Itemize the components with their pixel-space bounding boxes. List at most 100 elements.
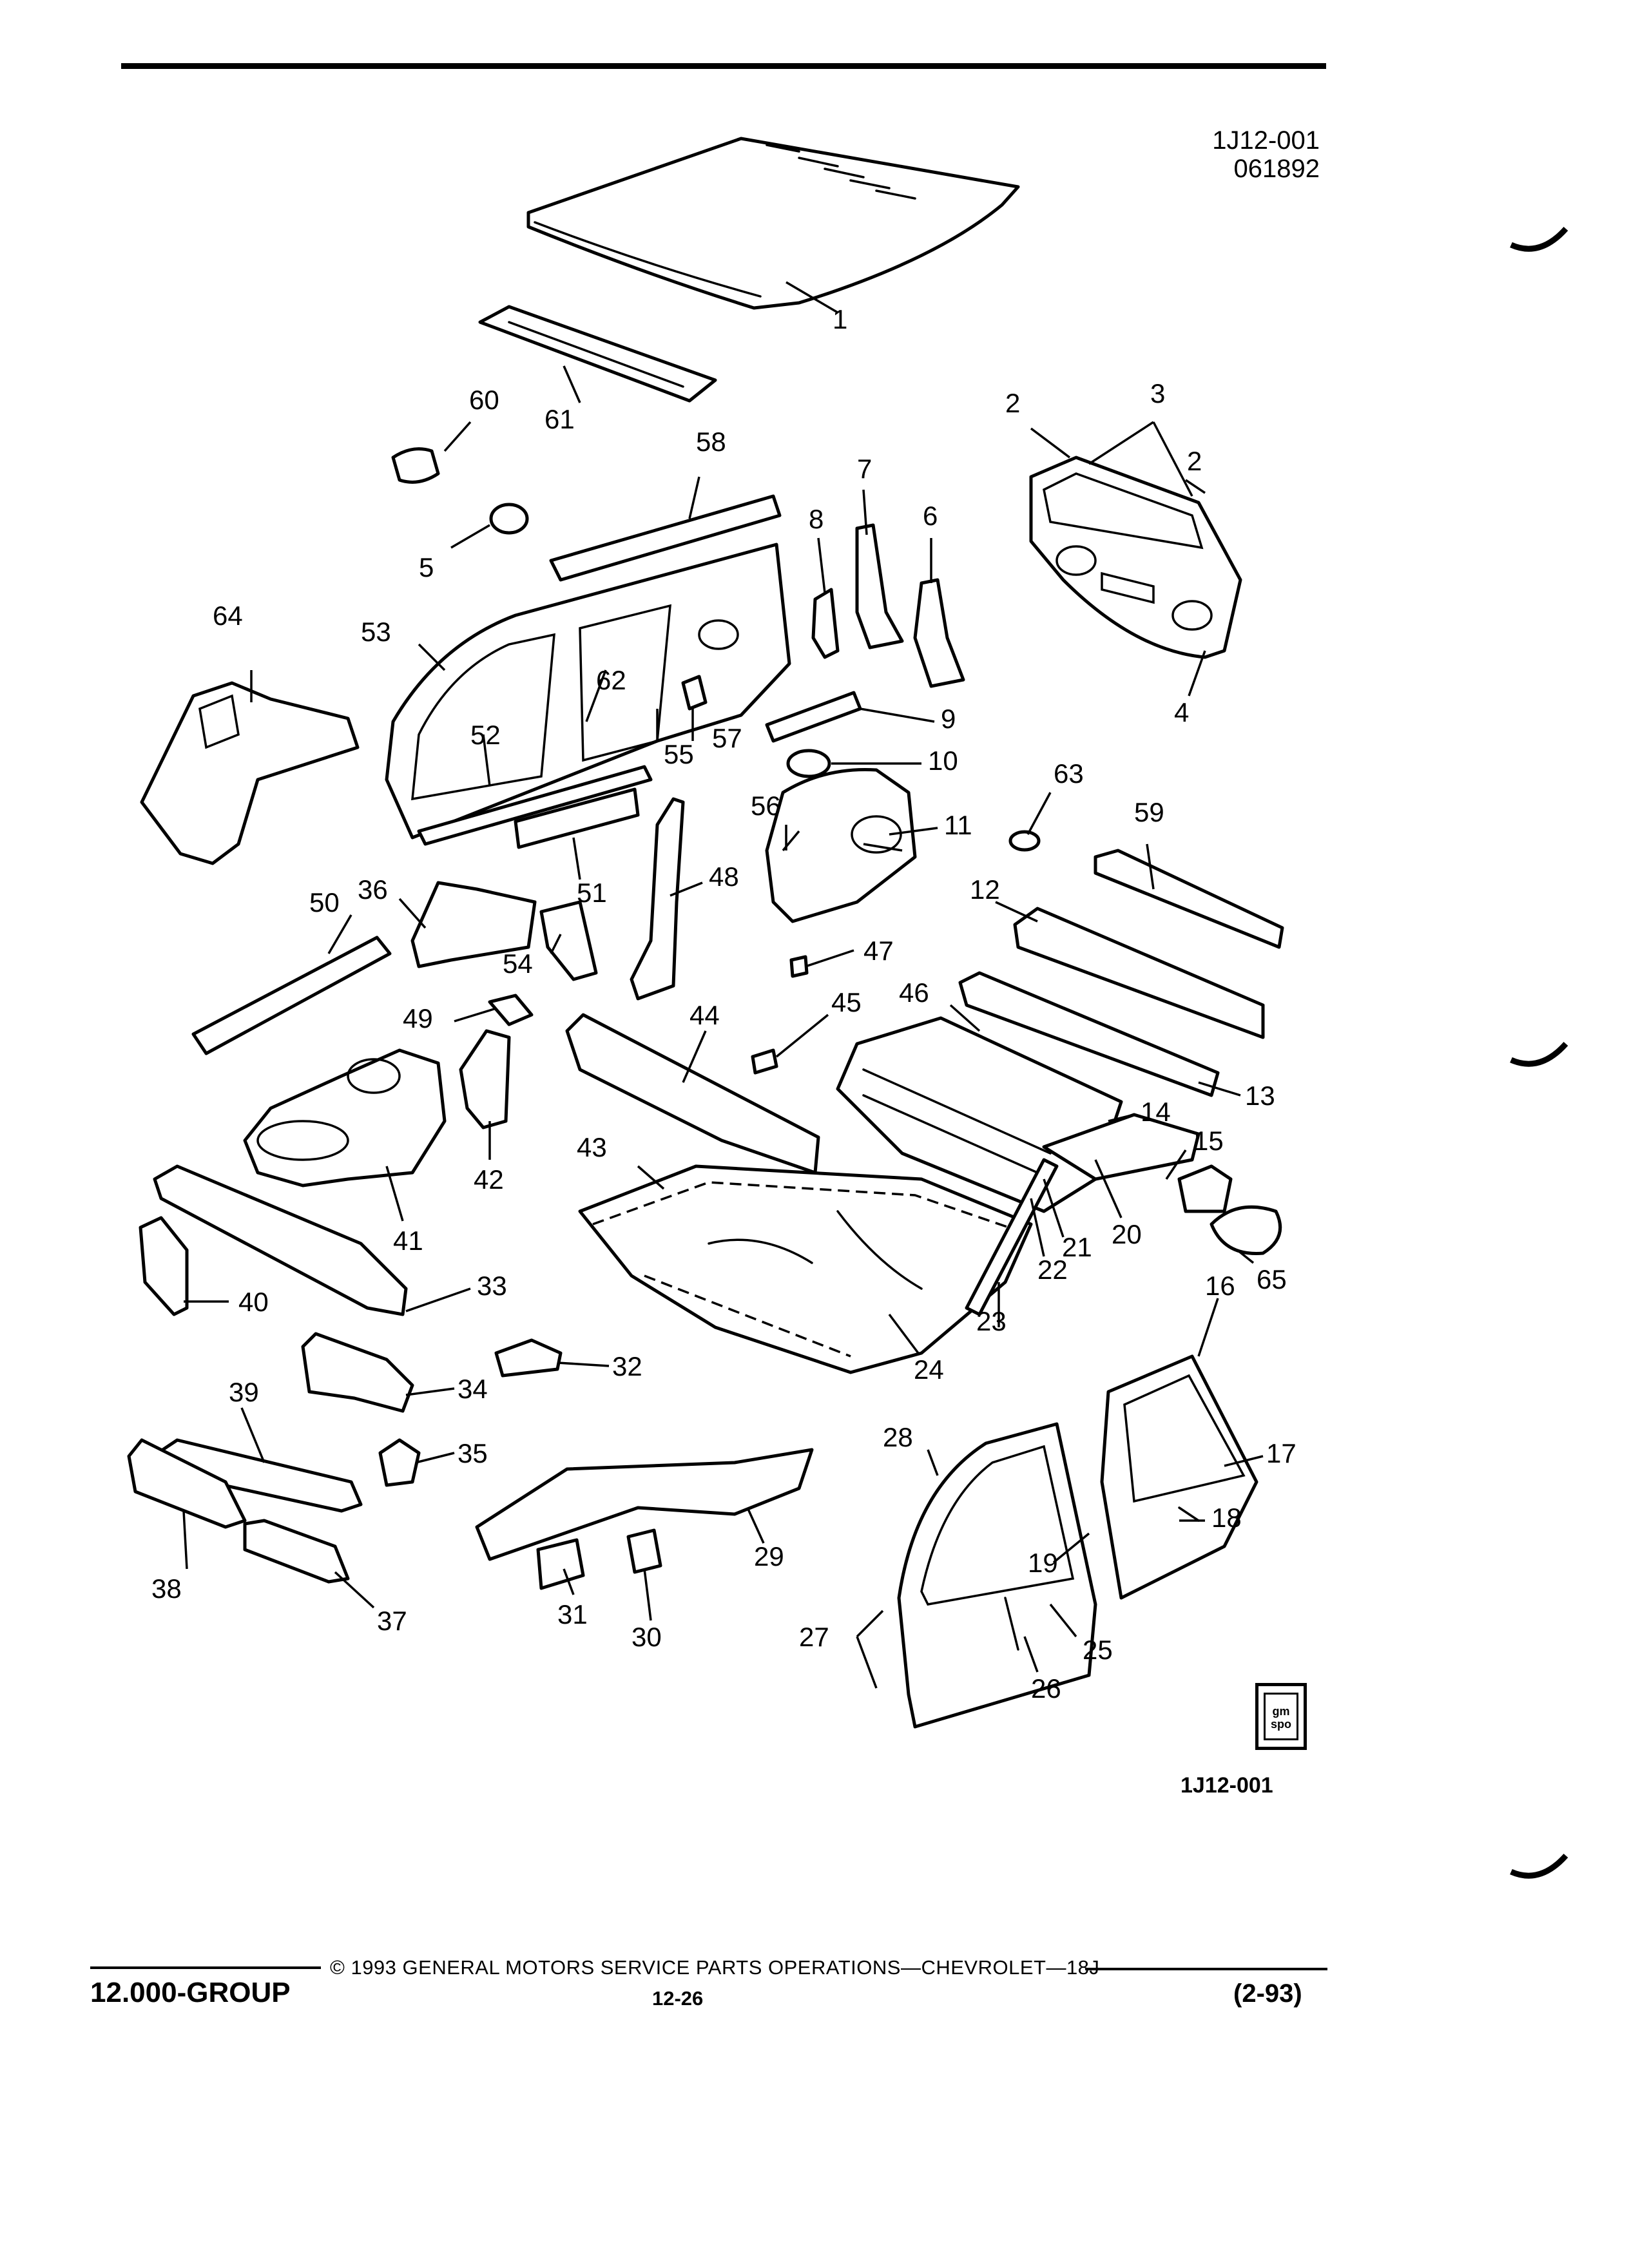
callout-44: 44 (689, 1000, 720, 1030)
part-bracket-35 (378, 1438, 421, 1487)
callout-28: 28 (883, 1422, 913, 1452)
part-front-crossmember-33 (153, 1164, 408, 1316)
callout-33: 33 (477, 1271, 507, 1301)
callout-49: 49 (403, 1003, 433, 1033)
footer-revision-date: (2-93) (1233, 1979, 1302, 2008)
part-bracket-34 (301, 1332, 414, 1413)
callout-24: 24 (914, 1354, 944, 1385)
figure-date: 061892 (1233, 155, 1320, 183)
callout-numbers: 1 2 2 3 4 5 6 7 8 9 10 11 12 13 14 15 16… (151, 304, 1296, 1704)
callout-43: 43 (577, 1132, 607, 1162)
part-rocker-51 (514, 787, 640, 849)
part-rail-58 (549, 494, 782, 582)
figure-reference: 1J12-001 061892 (1204, 126, 1320, 183)
part-cover-65 (1210, 1205, 1282, 1255)
part-rail-50 (191, 936, 392, 1055)
callout-55: 55 (664, 739, 694, 769)
callout-57: 57 (712, 723, 742, 753)
part-clip-45 (751, 1048, 778, 1075)
part-bracket-57 (681, 675, 708, 711)
callout-1: 1 (833, 304, 847, 334)
part-rear-door (1100, 1354, 1258, 1600)
part-roof-bow (478, 305, 717, 403)
callout-31: 31 (557, 1599, 588, 1629)
callout-14: 14 (1141, 1097, 1171, 1127)
part-bracket-42 (459, 1029, 511, 1129)
binder-mark-1 (1510, 226, 1568, 252)
callout-51: 51 (577, 878, 607, 908)
leader-lines (182, 281, 1264, 1689)
callout-9: 9 (941, 704, 956, 734)
callout-50: 50 (309, 887, 340, 918)
callout-41: 41 (393, 1225, 423, 1256)
part-bracket-54 (539, 900, 598, 981)
footer-group-label: 12.000-GROUP (90, 1977, 291, 2008)
callout-12: 12 (970, 874, 1000, 905)
part-bracket-36 (410, 881, 537, 968)
callout-37: 37 (377, 1606, 407, 1636)
callout-11: 11 (944, 810, 972, 840)
part-pillar-7 (855, 523, 904, 649)
callout-53: 53 (361, 617, 391, 647)
callout-61: 61 (545, 404, 575, 434)
callout-36: 36 (358, 874, 388, 905)
callout-45: 45 (831, 987, 862, 1017)
callout-34: 34 (458, 1374, 488, 1404)
callout-27: 27 (799, 1622, 829, 1652)
part-bracket-30 (626, 1528, 662, 1574)
part-rail-29 (475, 1448, 814, 1561)
callout-56: 56 (751, 791, 781, 821)
binder-mark-3 (1510, 1853, 1568, 1879)
callout-22: 22 (1037, 1254, 1068, 1285)
callout-17: 17 (1266, 1438, 1296, 1468)
callout-20: 20 (1112, 1219, 1142, 1249)
top-rule (121, 63, 1326, 69)
part-pillar-6 (913, 578, 965, 688)
callout-26: 26 (1031, 1673, 1061, 1704)
callout-40: 40 (238, 1287, 269, 1317)
callout-3: 3 (1150, 378, 1165, 408)
callout-8: 8 (809, 504, 824, 534)
part-plug-63 (1008, 830, 1041, 852)
callout-54: 54 (503, 948, 533, 979)
part-wheelhouse (765, 767, 917, 923)
callout-35: 35 (458, 1438, 488, 1468)
callout-30: 30 (631, 1622, 662, 1652)
callout-15: 15 (1193, 1126, 1224, 1156)
callout-62: 62 (596, 665, 626, 695)
callout-16: 16 (1205, 1271, 1235, 1301)
part-rear-panel-12 (1013, 907, 1265, 1039)
callout-13: 13 (1245, 1081, 1275, 1111)
callout-64: 64 (213, 601, 243, 631)
callout-59: 59 (1134, 797, 1164, 827)
callout-2b: 2 (1187, 446, 1202, 476)
figure-code: 1J12-001 (1212, 126, 1320, 155)
callout-2a: 2 (1005, 388, 1020, 418)
callout-63: 63 (1054, 758, 1084, 789)
callout-6: 6 (923, 501, 938, 531)
part-bracket-32 (494, 1338, 563, 1378)
callout-7: 7 (857, 454, 872, 484)
part-front-wheelhouse-41 (243, 1048, 447, 1187)
callout-46: 46 (899, 977, 929, 1008)
part-grommet-10 (786, 749, 831, 778)
part-rocker-52 (417, 765, 653, 846)
part-pillar-8 (811, 588, 840, 659)
gm-spo-logo: gm spo (1255, 1683, 1307, 1750)
callout-18: 18 (1211, 1503, 1242, 1533)
callout-58: 58 (696, 427, 726, 457)
callout-4: 4 (1174, 697, 1189, 727)
part-rail-23 (965, 1158, 1059, 1316)
callout-19: 19 (1028, 1548, 1058, 1578)
part-clip-60 (391, 447, 440, 484)
callout-60: 60 (469, 385, 499, 415)
part-center-pillar-48 (630, 797, 685, 1001)
part-rear-crossmember-59 (1094, 849, 1284, 949)
part-bracket-31 (536, 1538, 585, 1590)
part-bracket-40 (139, 1216, 189, 1316)
footer-copyright: © 1993 GENERAL MOTORS SERVICE PARTS OPER… (330, 1956, 1100, 1979)
part-clip-47 (789, 955, 809, 978)
callout-39: 39 (229, 1377, 259, 1407)
